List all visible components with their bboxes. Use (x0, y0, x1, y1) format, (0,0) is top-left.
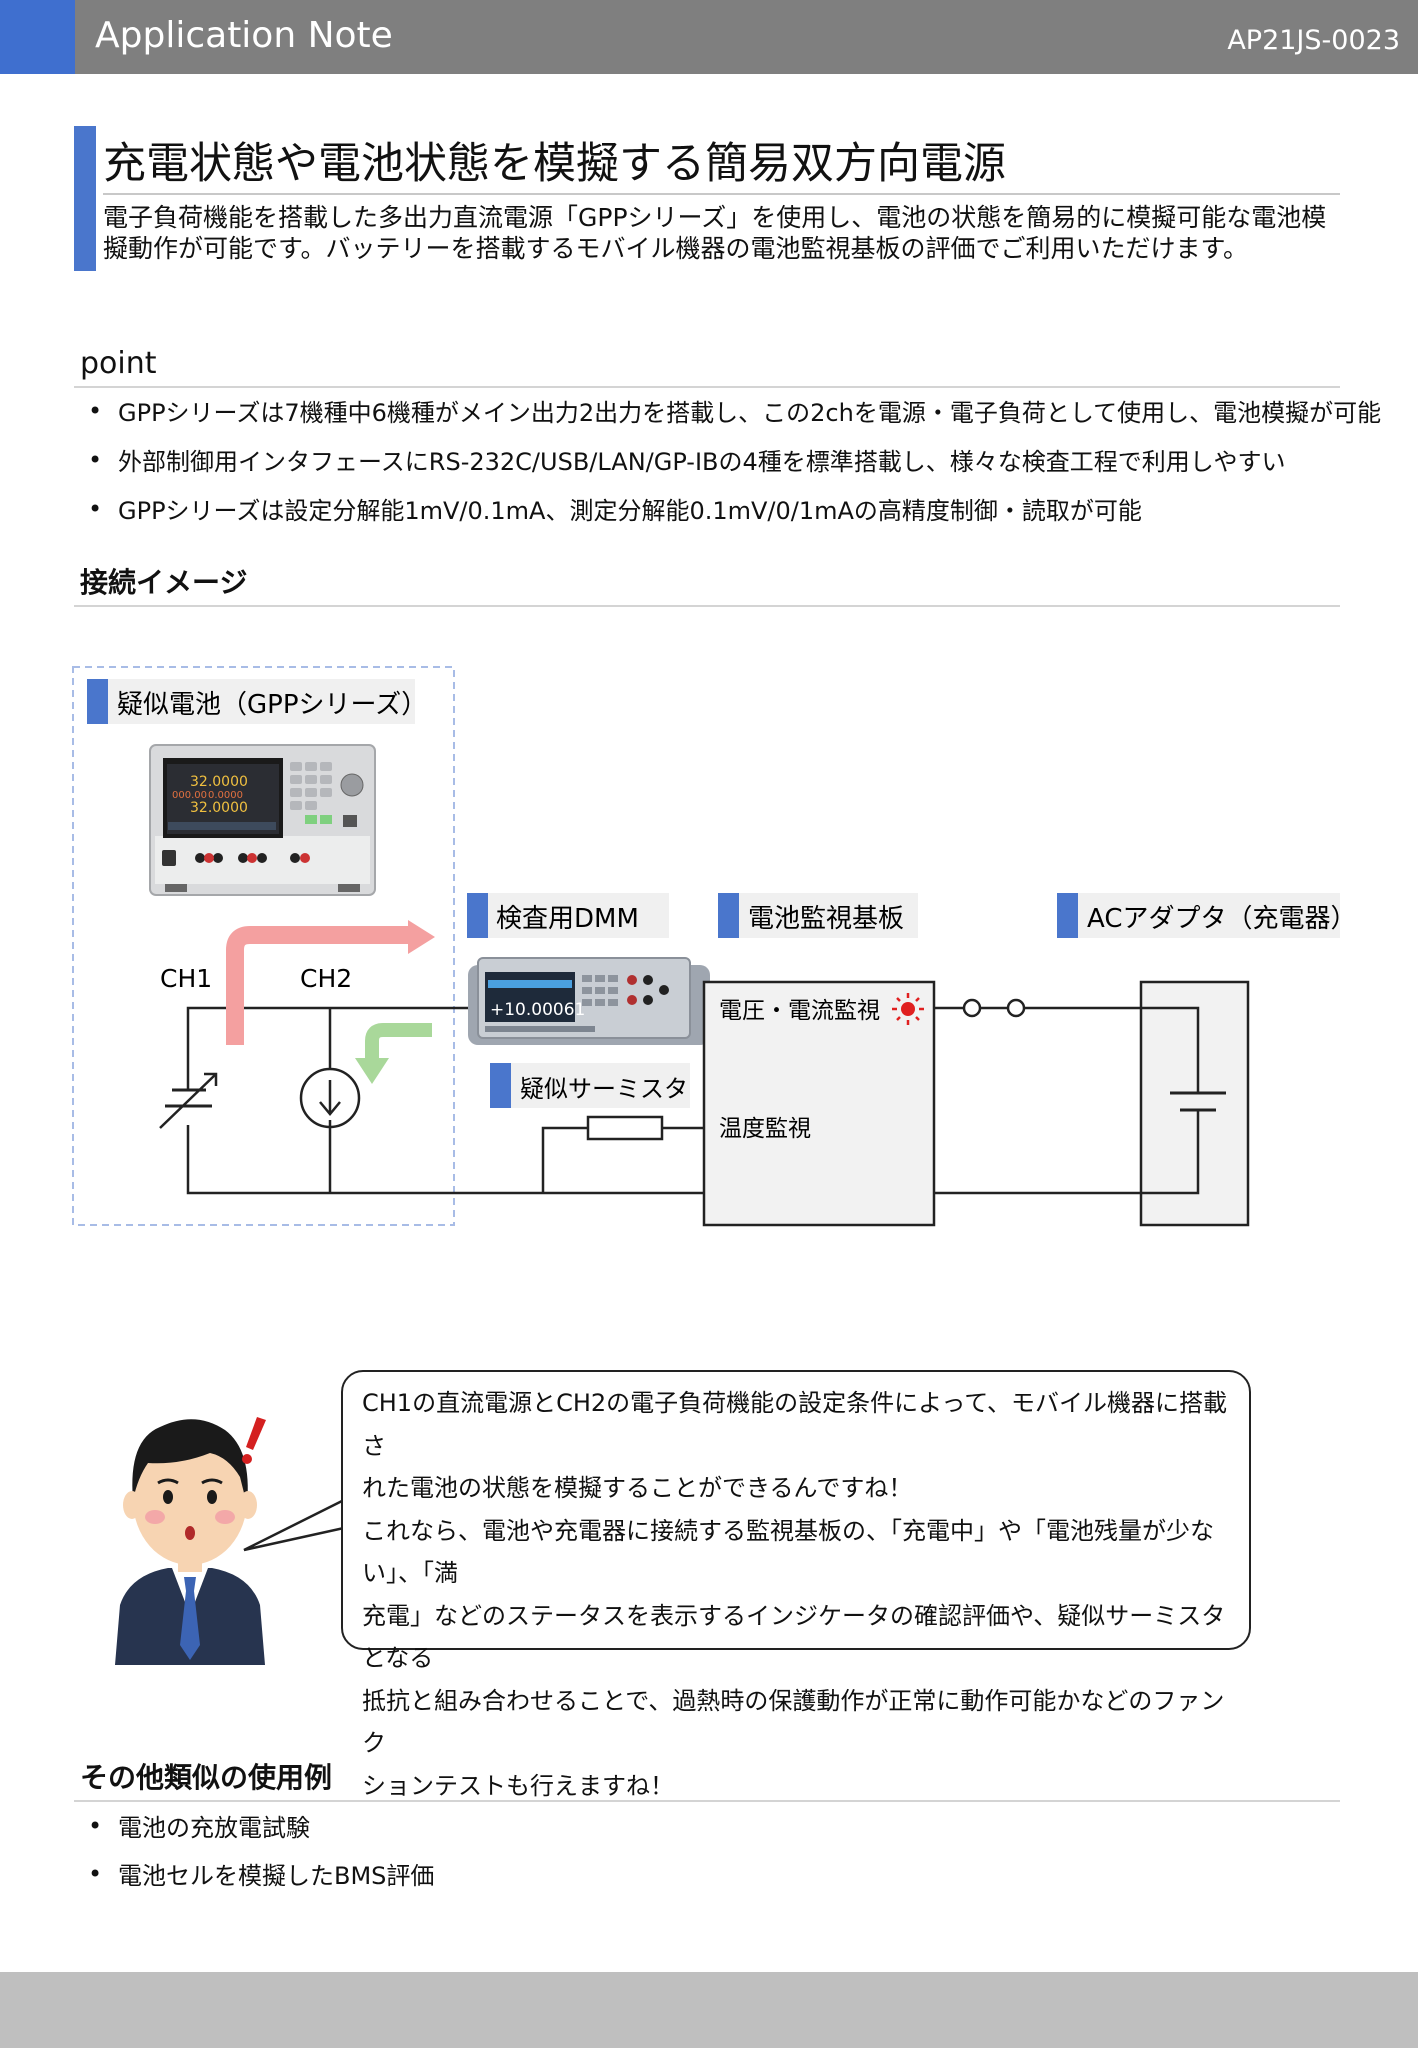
pseudo-battery-region (72, 666, 455, 1226)
bullet-icon: • (88, 495, 103, 523)
point-heading: point (80, 346, 157, 381)
svg-text:+10.00061: +10.00061 (490, 1000, 585, 1020)
battery-circuit (159, 1006, 710, 1195)
list-item: •電池の充放電試験 (88, 1812, 310, 1842)
svg-text:0.0000: 0.0000 (208, 790, 243, 801)
voltage-monitor-label: 電圧・電流監視 (719, 998, 880, 1024)
other-examples-divider (74, 1800, 1340, 1802)
charge-flow-arrow (226, 926, 410, 1045)
speech-bubble-text: CH1の直流電源とCH2の電子負荷機能の設定条件によって、モバイル機器に搭載さ … (362, 1389, 1228, 1800)
label-monitor-board: 電池監視基板 (718, 893, 918, 938)
svg-text:温度監視: 温度監視 (719, 1116, 811, 1142)
monitor-board (702, 980, 936, 1227)
header-title: Application Note (95, 15, 393, 56)
svg-text:疑似電池（GPPシリーズ）: 疑似電池（GPPシリーズ） (117, 690, 427, 720)
svg-text:CH2: CH2 (300, 964, 352, 993)
point-divider (74, 386, 1340, 388)
speech-bubble-tail (243, 1497, 347, 1552)
svg-text:CH1: CH1 (160, 964, 212, 993)
bullet-icon: • (88, 397, 103, 425)
header-accent (0, 0, 75, 74)
document-code: AP21JS-0023 (1227, 25, 1400, 56)
svg-text:疑似サーミスタ: 疑似サーミスタ (520, 1075, 688, 1103)
connection-heading: 接続イメージ (80, 566, 248, 599)
label-dmm: 検査用DMM (467, 893, 669, 938)
temp-monitor-label: 温度監視 (719, 1116, 811, 1142)
connection-divider (74, 605, 1340, 607)
point-list: •GPPシリーズは7機種中6機種がメイン出力2出力を搭載し、この2chを電源・電… (80, 397, 1381, 527)
list-item: •GPPシリーズは7機種中6機種がメイン出力2出力を搭載し、この2chを電源・電… (88, 397, 1382, 427)
lead-paragraph: 電子負荷機能を搭載した多出力直流電源「GPPシリーズ」を使用し、電池の状態を簡易… (103, 203, 1327, 263)
businessman-illustration (115, 1417, 266, 1665)
other-examples-heading: その他類似の使用例 (80, 1761, 333, 1794)
label-ac-adapter: ACアダプタ（充電器） (1057, 893, 1356, 938)
connection-diagram: 疑似電池（GPPシリーズ） 検査用DMM 電池監視基板 ACアダプタ（充電器） … (72, 666, 1356, 1227)
label-pseudo-battery: 疑似電池（GPPシリーズ） (87, 679, 427, 724)
led-indicator-icon (892, 993, 924, 1025)
ch2-label: CH2 (300, 964, 352, 993)
list-item: •電池セルを模擬したBMS評価 (88, 1860, 435, 1890)
svg-text:検査用DMM: 検査用DMM (496, 904, 639, 934)
list-item: •外部制御用インタフェースにRS-232C/USB/LAN/GP-IBの4種を標… (88, 446, 1286, 476)
svg-text:電圧・電流監視: 電圧・電流監視 (719, 998, 880, 1024)
dmm-image: +10.00061 (468, 957, 710, 1045)
page-title: 充電状態や電池状態を模擬する簡易双方向電源 (103, 139, 1006, 189)
ch1-label: CH1 (160, 964, 212, 993)
speech-bubble (341, 1370, 1251, 1650)
adapter-battery-icon (1141, 1006, 1226, 1195)
discharge-flow-arrow (365, 1023, 432, 1062)
ac-adapter-box (1139, 980, 1250, 1227)
svg-text:電池監視基板: 電池監視基板 (748, 904, 904, 934)
header-bar (0, 0, 1418, 74)
title-accent-bar (74, 126, 96, 271)
title-divider (103, 193, 1340, 195)
svg-text:32.0000: 32.0000 (190, 800, 248, 816)
svg-text:ACアダプタ（充電器）: ACアダプタ（充電器） (1087, 904, 1356, 934)
svg-text:000.00: 000.00 (172, 790, 207, 801)
bullet-icon: • (88, 446, 103, 474)
svg-text:32.0000: 32.0000 (190, 774, 248, 790)
bullet-icon: • (88, 1860, 103, 1888)
gpp-power-supply-image: 32.0000 000.00 0.0000 32.0000 (149, 744, 376, 896)
footer-bar (0, 1972, 1418, 2048)
list-item: •GPPシリーズは設定分解能1mV/0.1mA、測定分解能0.1mV/0/1mA… (88, 495, 1142, 525)
discharge-arrow-head (355, 1058, 389, 1084)
thermistor-circuit (541, 1115, 704, 1193)
other-examples-list: •電池の充放電試験 •電池セルを模擬したBMS評価 (80, 1812, 434, 1892)
charge-arrow-head (408, 920, 435, 954)
bullet-icon: • (88, 1812, 103, 1840)
label-thermistor: 疑似サーミスタ (490, 1063, 690, 1108)
